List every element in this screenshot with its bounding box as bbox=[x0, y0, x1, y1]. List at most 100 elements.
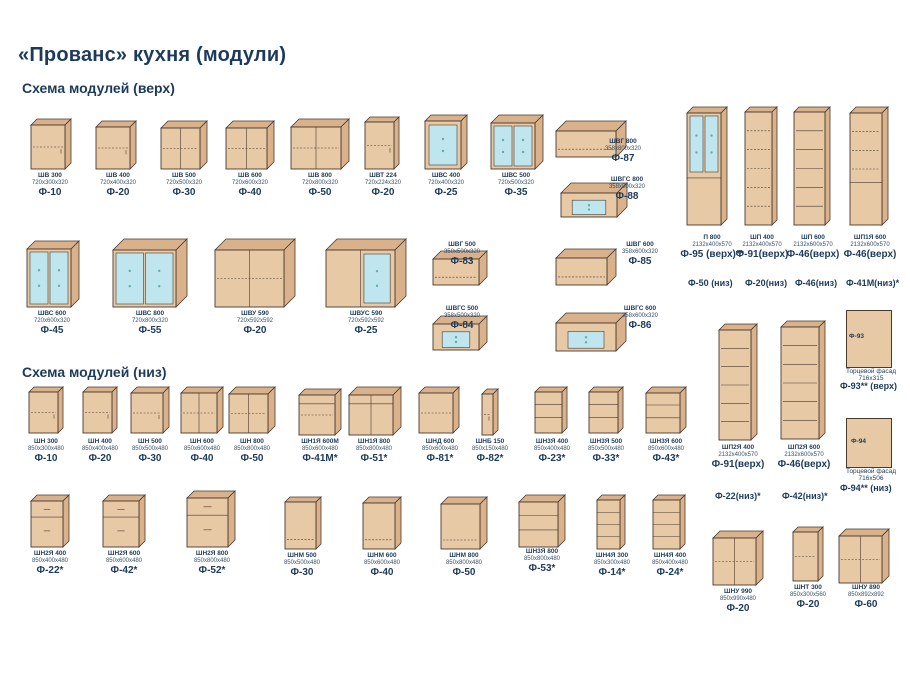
module-name: ШН2Я 600 bbox=[107, 550, 141, 557]
module-code: Ф-84 bbox=[450, 320, 474, 331]
module-name: ШП2Я 400 bbox=[721, 444, 755, 451]
cabinet-drawing bbox=[652, 494, 686, 550]
cabinet-drawing bbox=[432, 250, 488, 286]
cabinet-drawing bbox=[186, 490, 236, 548]
module-name: ШНМ 800 bbox=[449, 552, 479, 559]
cabinet-drawing bbox=[793, 106, 831, 226]
module-code: Ф-42* bbox=[110, 565, 138, 576]
module-name: ШНУ 990 bbox=[724, 588, 752, 595]
tall2-lower-code: Ф-22(низ)* bbox=[715, 491, 761, 501]
cabinet-drawing bbox=[348, 386, 402, 436]
module-dims: 850x300x560 bbox=[789, 592, 827, 598]
module-name: ШНМ 600 bbox=[367, 552, 397, 559]
module-name: ШН4Я 300 bbox=[595, 552, 629, 559]
module-code: Ф-25 bbox=[434, 187, 458, 198]
module-dims: 850x500x480 bbox=[587, 446, 625, 452]
module-name: ШНМ 500 bbox=[287, 552, 317, 559]
module-code: Ф-50 bbox=[240, 453, 264, 464]
module-name: ШН1Я 600М bbox=[301, 438, 339, 445]
module-dims: 850x400x480 bbox=[31, 558, 69, 564]
module-dims: 2132x400x570 bbox=[718, 452, 758, 458]
cabinet-drawing bbox=[588, 386, 624, 434]
facade-code: Ф-93** (верх) bbox=[840, 381, 897, 391]
module-name: ШН1Я 800 bbox=[357, 438, 391, 445]
module-dims: 358x500x320 bbox=[443, 313, 481, 319]
cabinet-drawing bbox=[102, 494, 146, 548]
module-dims: 850x800x480 bbox=[233, 446, 271, 452]
module-code: Ф-40 bbox=[238, 187, 262, 198]
cabinet-drawing bbox=[160, 120, 208, 170]
module-code: Ф-51* bbox=[360, 453, 388, 464]
module-dims: 850x800x480 bbox=[445, 560, 483, 566]
module-code: Ф-85 bbox=[628, 256, 652, 267]
module-name: ШВ 500 bbox=[172, 172, 196, 179]
module-dims: 850x600x480 bbox=[105, 558, 143, 564]
module-name: ШВТ 224 bbox=[369, 172, 397, 179]
cabinet-drawing bbox=[364, 116, 400, 170]
module-dims: 2132x600x570 bbox=[784, 452, 824, 458]
cabinet-drawing bbox=[228, 386, 276, 434]
module-code: Ф-20 bbox=[88, 453, 112, 464]
module-name: ШВ 400 bbox=[106, 172, 130, 179]
module-dims: 720x224x320 bbox=[364, 180, 402, 186]
module-code: Ф-20 bbox=[796, 599, 820, 610]
module-code: Ф-25 bbox=[354, 325, 378, 336]
module-name: ШВГС 600 bbox=[623, 305, 657, 312]
module-code: Ф-60 bbox=[854, 599, 878, 610]
module-code: Ф-43* bbox=[652, 453, 680, 464]
module-name: ШН3Я 800 bbox=[525, 548, 559, 555]
tall-lower-code: Ф-20(низ) bbox=[745, 278, 788, 288]
module-code: Ф-10 bbox=[34, 453, 58, 464]
module-dims: 850x400x480 bbox=[81, 446, 119, 452]
cabinet-drawing bbox=[596, 494, 626, 550]
module-name: ШП 400 bbox=[750, 234, 774, 241]
tall-lower-code: Ф-46(низ) bbox=[795, 278, 838, 288]
facade-tag: Ф-94 bbox=[851, 438, 866, 445]
module-dims: 720x592x592 bbox=[347, 318, 385, 324]
module-code: Ф-87 bbox=[611, 153, 635, 164]
module-dims: 850x400x480 bbox=[651, 560, 689, 566]
module-code: Ф-23* bbox=[538, 453, 566, 464]
module-name: П 800 bbox=[703, 234, 721, 241]
module-dims: 720x600x320 bbox=[231, 180, 269, 186]
cabinet-drawing bbox=[418, 386, 460, 434]
module-name: ШН2Я 800 bbox=[195, 550, 229, 557]
module-code: Ф-20 bbox=[371, 187, 395, 198]
module-name: ШВГ 800 bbox=[609, 138, 637, 145]
cabinet-drawing bbox=[432, 315, 488, 351]
module-name: ШНУ 890 bbox=[852, 584, 880, 591]
module-code: Ф-30 bbox=[138, 453, 162, 464]
cabinet-drawing bbox=[440, 496, 488, 550]
module-code: Ф-20 bbox=[243, 325, 267, 336]
module-dims: 720x800x320 bbox=[131, 318, 169, 324]
facade-dims: 716x315 bbox=[858, 375, 884, 382]
module-code: Ф-52* bbox=[198, 565, 226, 576]
module-name: ШНД 600 bbox=[425, 438, 455, 445]
cabinet-drawing bbox=[780, 320, 826, 440]
module-name: ШН3Я 600 bbox=[649, 438, 683, 445]
cabinet-drawing bbox=[130, 386, 170, 434]
